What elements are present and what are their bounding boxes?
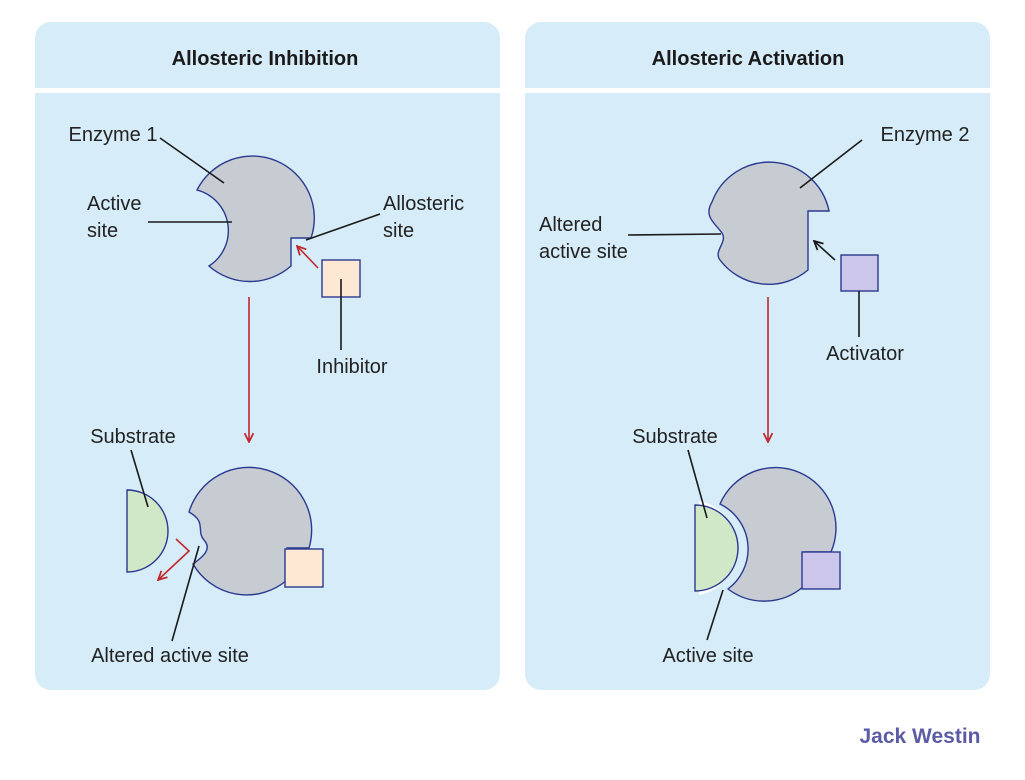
substrate-left-label: Substrate <box>90 426 176 448</box>
enzyme-1-leader-line <box>159 137 225 184</box>
substrate-left-leader-line <box>130 449 149 508</box>
activation-panel-background <box>525 22 990 690</box>
allosteric-site-leader-line <box>305 213 381 241</box>
inhibitor-label: Inhibitor <box>316 356 387 378</box>
activation-title: Allosteric Activation <box>652 48 845 70</box>
active-site-label-line-1: Active <box>87 193 141 215</box>
inhibitor-bound-square <box>284 548 324 588</box>
activation-panel: Allosteric Activation Enzyme 2 Altered a… <box>525 22 990 690</box>
active-site-right-leader-line <box>706 589 724 641</box>
enzyme-2-label: Enzyme 2 <box>881 124 970 146</box>
inhibition-title: Allosteric Inhibition <box>172 48 359 70</box>
altered-active-site-right-leader-line <box>627 233 722 236</box>
enzyme-2-leader-line <box>799 139 863 189</box>
substrate-left-shape <box>126 489 169 573</box>
enzyme-2-shape <box>708 161 830 286</box>
altered-active-site-right-label-line-1: Altered <box>539 214 602 236</box>
enzyme-1-altered-shape <box>188 466 313 596</box>
activator-bound-square <box>801 551 841 590</box>
activator-label: Activator <box>826 343 904 365</box>
inhibition-panel: Allosteric Inhibition Enzyme 1 Active si… <box>35 22 500 690</box>
enzyme-1-label: Enzyme 1 <box>69 124 158 146</box>
active-site-right-label: Active site <box>662 645 753 667</box>
altered-active-site-left-leader-line <box>171 545 200 642</box>
altered-active-site-left-label: Altered active site <box>91 645 249 667</box>
substrate-right-label: Substrate <box>632 426 718 448</box>
inhibition-header-separator <box>35 88 500 93</box>
activator-binding-arrow <box>814 241 836 261</box>
activation-header-separator <box>525 88 990 93</box>
active-site-label-line-2: site <box>87 220 118 242</box>
substrate-right-shape <box>694 504 739 592</box>
substrate-right-leader-line <box>687 449 708 519</box>
activator-square <box>840 254 879 292</box>
brand-wordmark: Jack Westin <box>859 725 980 748</box>
allosteric-site-label-line-1: Allosteric <box>383 193 464 215</box>
allosteric-site-label-line-2: site <box>383 220 414 242</box>
substrate-rejected-arrow <box>158 538 191 580</box>
enzyme-1-shape <box>195 155 315 283</box>
inhibitor-binding-arrow <box>297 246 319 269</box>
altered-active-site-right-label-line-2: active site <box>539 241 628 263</box>
